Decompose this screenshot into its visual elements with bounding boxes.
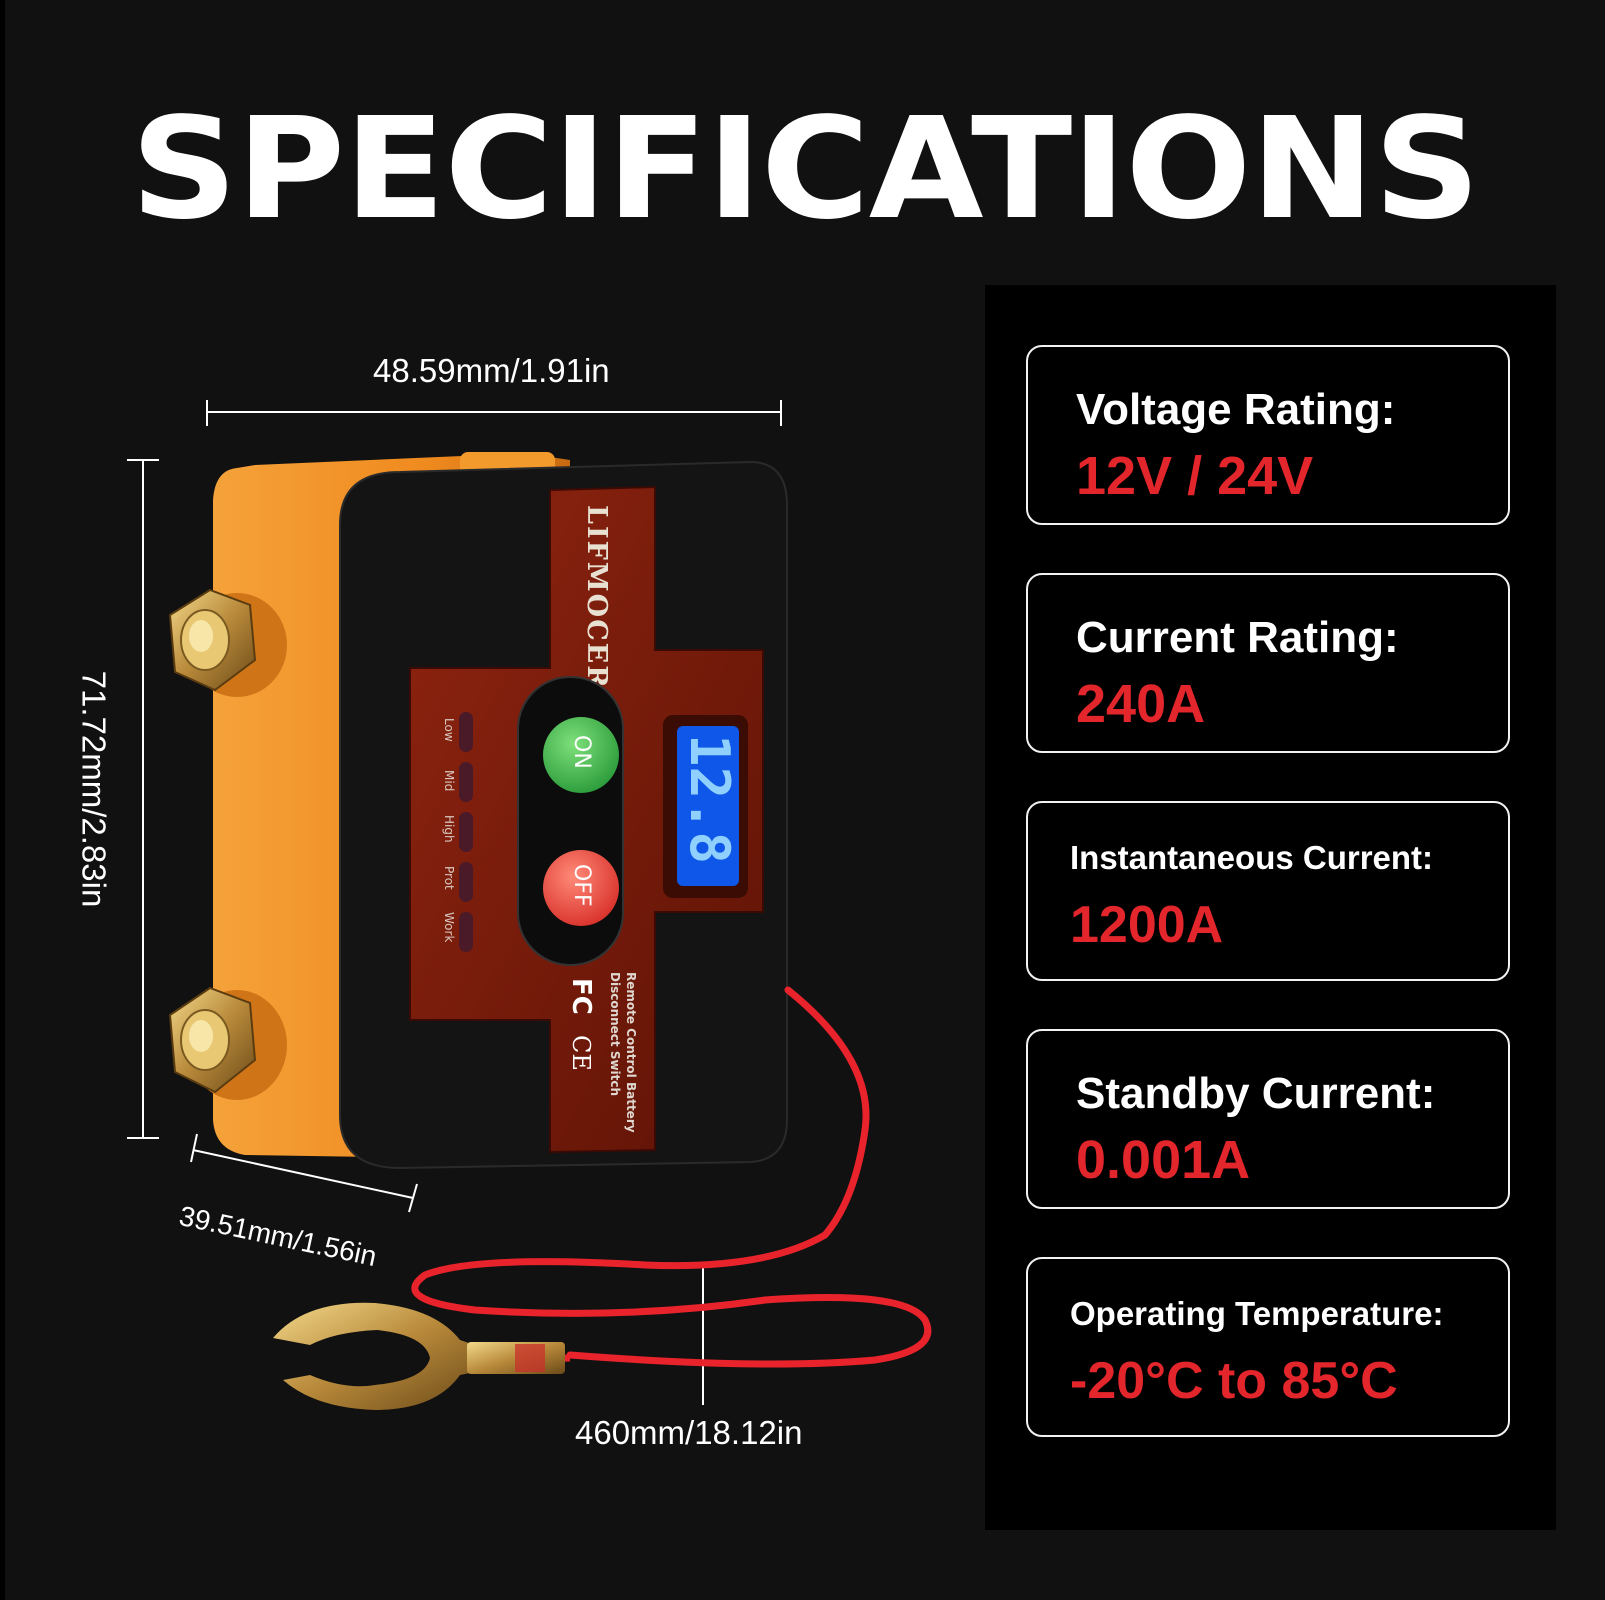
voltage-display: 12.8 — [663, 715, 748, 898]
voltage-display-value: 12.8 — [678, 734, 741, 864]
spec-card-voltage: Voltage Rating: 12V / 24V — [1026, 345, 1510, 525]
bottom-terminal — [168, 986, 287, 1100]
indicator-label-work: Work — [442, 912, 456, 942]
spec-label: Instantaneous Current: — [1070, 839, 1434, 876]
indicator-label-low: Low — [442, 718, 456, 742]
height-dimension-line — [127, 459, 159, 1139]
specs-panel: Voltage Rating: 12V / 24V Current Rating… — [985, 285, 1556, 1530]
spec-label: Operating Temperature: — [1070, 1295, 1444, 1332]
page-title: SPECIFICATIONS — [130, 88, 1481, 251]
brand-logo-text: LIFMOCER — [581, 505, 612, 690]
svg-text:OFF: OFF — [569, 864, 594, 907]
svg-text:ON: ON — [569, 735, 594, 769]
spec-label: Voltage Rating: — [1076, 385, 1396, 434]
width-dimension-label: 48.59mm/1.91in — [373, 352, 610, 389]
cable-length-label: 460mm/18.12in — [575, 1414, 803, 1451]
off-button[interactable]: OFF — [543, 850, 619, 926]
indicator-label-high: High — [442, 815, 456, 843]
indicator-label-mid: Mid — [442, 770, 456, 791]
height-dimension-label: 71.72mm/2.83in — [75, 670, 113, 908]
top-terminal — [168, 588, 287, 697]
fc-mark: FC — [566, 978, 596, 1015]
spec-value: 12V / 24V — [1076, 446, 1314, 506]
caption-line-2: Disconnect Switch — [608, 972, 622, 1096]
indicator-labels: Low Mid High Prot Work — [442, 718, 456, 942]
indicator-leds — [459, 712, 473, 952]
width-dimension-line — [206, 400, 782, 426]
spec-card-instantaneous: Instantaneous Current: 1200A — [1026, 801, 1510, 981]
product-illustration: LIFMOCER ON OFF Low Mid High Prot Work — [127, 400, 932, 1410]
ce-mark: CE — [567, 1035, 595, 1071]
spec-card-temperature: Operating Temperature: -20°C to 85°C — [1026, 1257, 1510, 1437]
spec-value: 1200A — [1070, 896, 1224, 954]
spec-card-standby: Standby Current: 0.001A — [1026, 1029, 1510, 1209]
spec-value: 0.001A — [1076, 1130, 1251, 1190]
caption-line-1: Remote Control Battery — [624, 972, 638, 1133]
on-button[interactable]: ON — [543, 717, 619, 793]
red-cable — [411, 986, 932, 1368]
fork-terminal — [273, 1302, 565, 1410]
spec-value: 240A — [1076, 674, 1206, 734]
depth-dimension-line — [190, 1133, 418, 1213]
indicator-label-prot: Prot — [442, 866, 456, 890]
spec-label: Current Rating: — [1076, 613, 1399, 662]
spec-value: -20°C to 85°C — [1070, 1352, 1398, 1410]
spec-card-current: Current Rating: 240A — [1026, 573, 1510, 753]
infographic-canvas: SPECIFICATIONS — [5, 0, 1605, 1600]
spec-label: Standby Current: — [1076, 1069, 1436, 1118]
